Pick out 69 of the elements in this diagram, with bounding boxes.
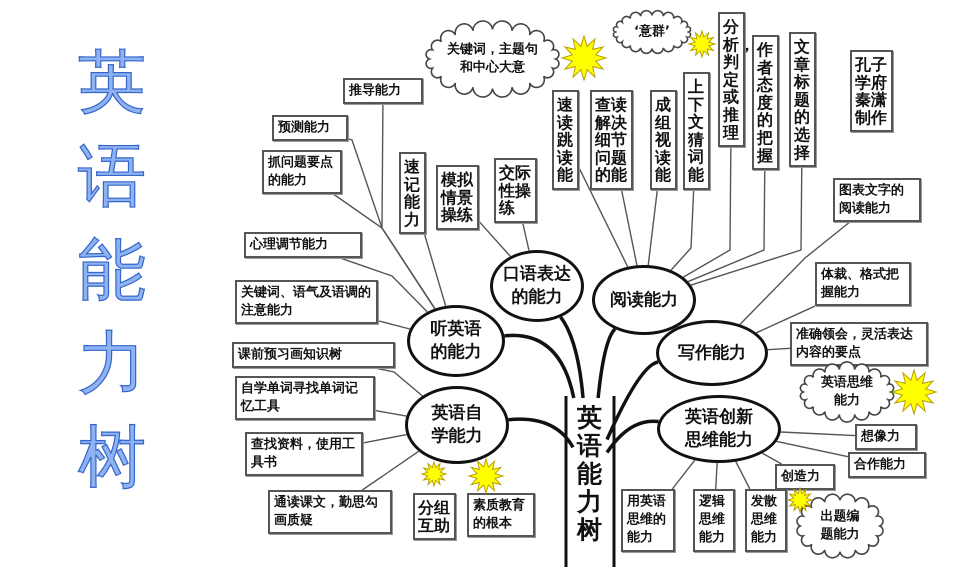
skill-box: 孔子学府秦潇制作 [850, 50, 893, 132]
skill-box: 预测能力 [272, 115, 348, 142]
connector-line [688, 170, 766, 282]
skill-box: 查读解决细节问题的能 [590, 90, 633, 190]
skill-box: 图表文字的阅读能力 [833, 178, 921, 222]
branch-ellipse: 英语创新思维能力 [657, 395, 781, 463]
connector-line [333, 194, 436, 309]
connector-line [768, 348, 790, 350]
branch-ellipse: 写作能力 [656, 320, 768, 386]
title: 英语能力树 [78, 42, 146, 500]
thought-cloud: ‘意群’ [610, 10, 694, 54]
skill-box: 课前预习画知识树 [232, 342, 395, 368]
trunk-label: 英语能力树 [573, 398, 607, 558]
connector-line [648, 190, 658, 266]
connector-line [776, 440, 848, 458]
connector-line [620, 190, 638, 266]
connector-line [362, 450, 420, 491]
skill-box: 分组互助 [413, 493, 456, 540]
connector-line [578, 166, 628, 268]
skill-box: 查找资料，使用工具书 [245, 432, 363, 476]
tree-branch [508, 417, 574, 448]
skill-box: 想像力 [855, 424, 917, 450]
branch-ellipse: 口语表达的能力 [490, 250, 584, 322]
connector-line [424, 234, 446, 306]
skill-box: 合作能力 [848, 452, 926, 478]
connector-line [478, 220, 511, 257]
skill-box: 创造力 [775, 464, 835, 490]
branch-ellipse: 英语自学能力 [405, 386, 509, 464]
connector-line [780, 431, 856, 436]
skill-box: 准确领会，灵活表达内容的要点 [790, 322, 928, 366]
connector-line [522, 222, 530, 251]
tree-branch [605, 360, 659, 440]
skill-box: 抓问题要点的能力 [262, 150, 342, 194]
connector-line [762, 452, 782, 465]
skill-box: 上下文猜词能 [683, 72, 710, 190]
connector-line [690, 167, 802, 286]
skill-box: 体裁、格式把握能力 [815, 262, 911, 306]
branch-ellipse: 听英语的能力 [407, 305, 505, 377]
connector-line [739, 222, 850, 325]
skill-box: 心理调节能力 [244, 232, 362, 258]
connector-line [374, 410, 406, 417]
skill-box: 作者态度的把握 [752, 35, 779, 170]
connector-line [340, 258, 428, 312]
connector-line [756, 305, 816, 334]
connector-line [362, 434, 407, 444]
tree-branch [596, 328, 616, 398]
skill-box: 模拟情景操练 [436, 165, 479, 230]
skill-box: 文章标题的选择 [789, 32, 816, 168]
skill-box: 推导能力 [343, 78, 423, 104]
skill-box: 通读课文，勤思勾画质疑 [268, 490, 392, 534]
skill-box: 逻辑思维能力 [693, 489, 735, 552]
skill-box: 用英语思维的能力 [621, 489, 675, 552]
connector-line [715, 462, 718, 490]
skill-box: 素质教育的根本 [467, 493, 535, 538]
skill-box: 成组视读能 [650, 90, 677, 190]
tree-branch [504, 334, 576, 398]
connector-line [683, 147, 732, 278]
connector-line [376, 368, 423, 396]
skill-box: 速读跳读能 [552, 90, 579, 190]
connector-line [735, 461, 751, 490]
skill-box: 发散思维能力 [745, 489, 787, 552]
tree-branch [606, 419, 659, 454]
connector-line [378, 320, 410, 330]
branch-ellipse: 阅读能力 [592, 265, 696, 335]
skill-box: 关键词、语气及语调的注意能力 [235, 280, 378, 324]
tree-branch [559, 316, 585, 398]
skill-box: 自学单词寻找单词记忆工具 [235, 376, 375, 420]
skill-box: 速记能力 [399, 152, 426, 234]
skill-box: 交际性操练 [494, 158, 537, 223]
